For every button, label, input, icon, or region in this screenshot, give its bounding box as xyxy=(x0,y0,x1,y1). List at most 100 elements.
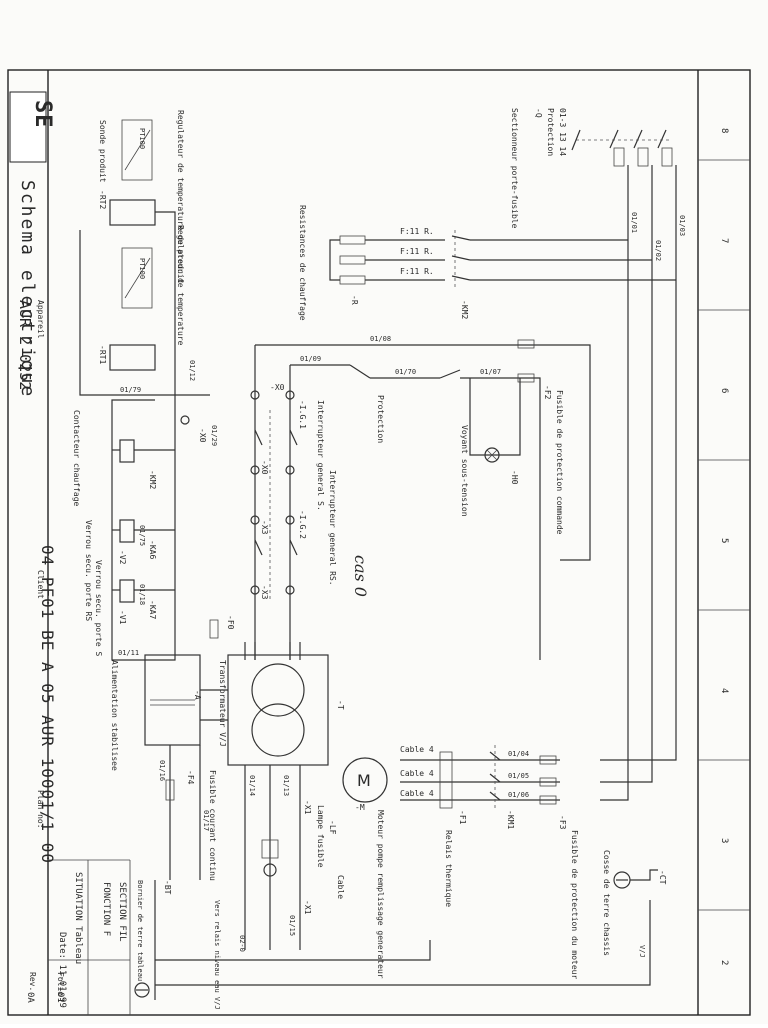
rt1-label: -RT1 xyxy=(98,345,107,364)
wire-01-07 xyxy=(460,377,541,660)
ig2-label: -I.G.2 xyxy=(298,510,307,539)
control-loop xyxy=(111,211,176,661)
rev-label: Rev. xyxy=(28,972,37,991)
cable-4-label: Cable 4 xyxy=(400,769,434,778)
regulateur-produit-label: Regulateur de temperature de produit xyxy=(176,110,185,284)
wire-label: 01/17 xyxy=(202,810,210,831)
motor-symbol: M xyxy=(357,771,371,790)
motor-circuit xyxy=(342,745,560,810)
t-label: -T xyxy=(336,700,345,710)
terminal-strip xyxy=(180,345,298,660)
wire-01-08 xyxy=(255,344,591,561)
verrou1-label: Verrou secu. porte RS xyxy=(84,520,93,621)
km1-label: -KM1 xyxy=(506,810,515,829)
fusible-cmd-label: Fusible de protection commande xyxy=(555,390,564,535)
wire-label: 01/02 xyxy=(654,240,662,261)
resistances-label: Resistances de chauffage xyxy=(298,205,307,321)
f4-label: -F4 xyxy=(186,770,195,785)
fil-r-label: F:11 R. xyxy=(400,247,434,256)
fuse-f2-b xyxy=(517,373,535,383)
fusible-cc-label: Fusible courant continu xyxy=(208,770,217,881)
wire-label: 01/01 xyxy=(630,212,638,233)
wire-label: V/J xyxy=(638,945,646,958)
alimentation-label: Alimentation stabilisee xyxy=(110,660,119,771)
wire-label: 01/07 xyxy=(480,368,501,376)
appareil-label: Appareil xyxy=(36,300,45,339)
sectionneur-porte-fusible xyxy=(571,129,673,167)
transformer xyxy=(227,642,329,950)
column-number: 5 xyxy=(719,538,729,543)
km2-label: -KM2 xyxy=(460,300,469,319)
wire-label: 01/75 xyxy=(138,525,146,546)
ct-label: -CT xyxy=(658,870,667,885)
section-fil: SECTION FIL xyxy=(117,882,127,942)
column-number: 8 xyxy=(719,128,729,133)
f1-protection-label: Protection xyxy=(376,395,385,443)
column-number: 6 xyxy=(719,388,729,393)
schema-title: Schema electrique xyxy=(17,180,38,398)
m-label: -M xyxy=(355,803,365,812)
moteur-label: Moteur pompe remplissage generateur xyxy=(376,810,385,979)
sectionneur-label: Sectionneur porte-fusible xyxy=(510,108,519,229)
folio-value: 01 xyxy=(55,992,65,1003)
f2-label: -F2 xyxy=(543,385,552,400)
company-logo: SE xyxy=(9,91,55,163)
bornier-earth-symbol xyxy=(134,982,150,998)
folio-label: Folio xyxy=(56,972,65,996)
lamp-fuse xyxy=(261,839,279,859)
f0-label: -F0 xyxy=(226,615,235,630)
wire-01-01 xyxy=(600,165,629,801)
client-label: Client xyxy=(36,570,45,599)
lampe-label: Lampe fusible xyxy=(316,805,325,868)
rev-value: 0A xyxy=(25,992,35,1003)
wire-label: 01/13 xyxy=(282,775,290,796)
earth-wire xyxy=(155,940,431,961)
v2-label: -V2 xyxy=(118,550,127,565)
f1-switch xyxy=(349,364,371,379)
column-number: 4 xyxy=(719,688,729,693)
transformateur-label: Transformateur V/J xyxy=(218,660,227,747)
fil-r-label: F:11 R. xyxy=(400,227,434,236)
regulateur-temp-label: Regulateur de temperature xyxy=(176,225,185,346)
alimentation-stabilisee xyxy=(144,654,228,746)
protection-ref: 01-3 13 14 xyxy=(558,108,567,156)
v1-label: -V1 xyxy=(118,610,127,625)
wire-label: 01/04 xyxy=(508,750,529,758)
r-label: -R xyxy=(350,295,359,305)
wire-label: 01/15 xyxy=(288,915,296,936)
x3-label: -X3 xyxy=(260,520,269,535)
interrupteur-label: Interrupteur general S. xyxy=(316,400,325,511)
x1-label: -X1 xyxy=(303,800,312,815)
verrou2-label: Verrou secu. porte S xyxy=(94,560,103,657)
wire-label: 01/05 xyxy=(508,772,529,780)
voyant-label: Voyant sous-tension xyxy=(460,425,469,517)
wire-label: 01/08 xyxy=(370,335,391,343)
wire-01-02 xyxy=(600,165,653,783)
appareil-value: AUR 2 0252 xyxy=(16,300,34,390)
regulateur-temperature-box xyxy=(109,247,156,371)
fuse-f2-a xyxy=(517,339,535,349)
x0-label: -X0 xyxy=(270,383,285,392)
wire-label: 01/12 xyxy=(188,360,196,381)
fonction: FONCTION F xyxy=(101,882,111,936)
wire-label: 01/18 xyxy=(138,584,146,605)
fusible-moteur-label: Fusible de protection du moteur xyxy=(570,830,579,979)
cable-label: Cable xyxy=(336,875,345,899)
wire-label: 01/09 xyxy=(300,355,321,363)
x3-label: -X3 xyxy=(260,585,269,600)
situation: SITUATION Tableau xyxy=(73,872,83,964)
wire-label: 02-0 xyxy=(238,935,246,952)
wire-label: 01/70 xyxy=(395,368,416,376)
km2-coil-label: -KM2 xyxy=(148,470,157,489)
fuse-f4 xyxy=(165,779,175,801)
voyant-lamp xyxy=(484,447,500,463)
ka7-label: -KA7 xyxy=(148,600,157,619)
bt-label: -BT xyxy=(163,880,172,895)
handwritten-note: cas 0 xyxy=(351,555,370,597)
control-bus xyxy=(79,230,210,396)
date: Date: 11-01-99 xyxy=(57,932,67,1008)
ka6-label: -KA6 xyxy=(148,540,157,559)
regulateur-produit-box xyxy=(109,119,156,226)
